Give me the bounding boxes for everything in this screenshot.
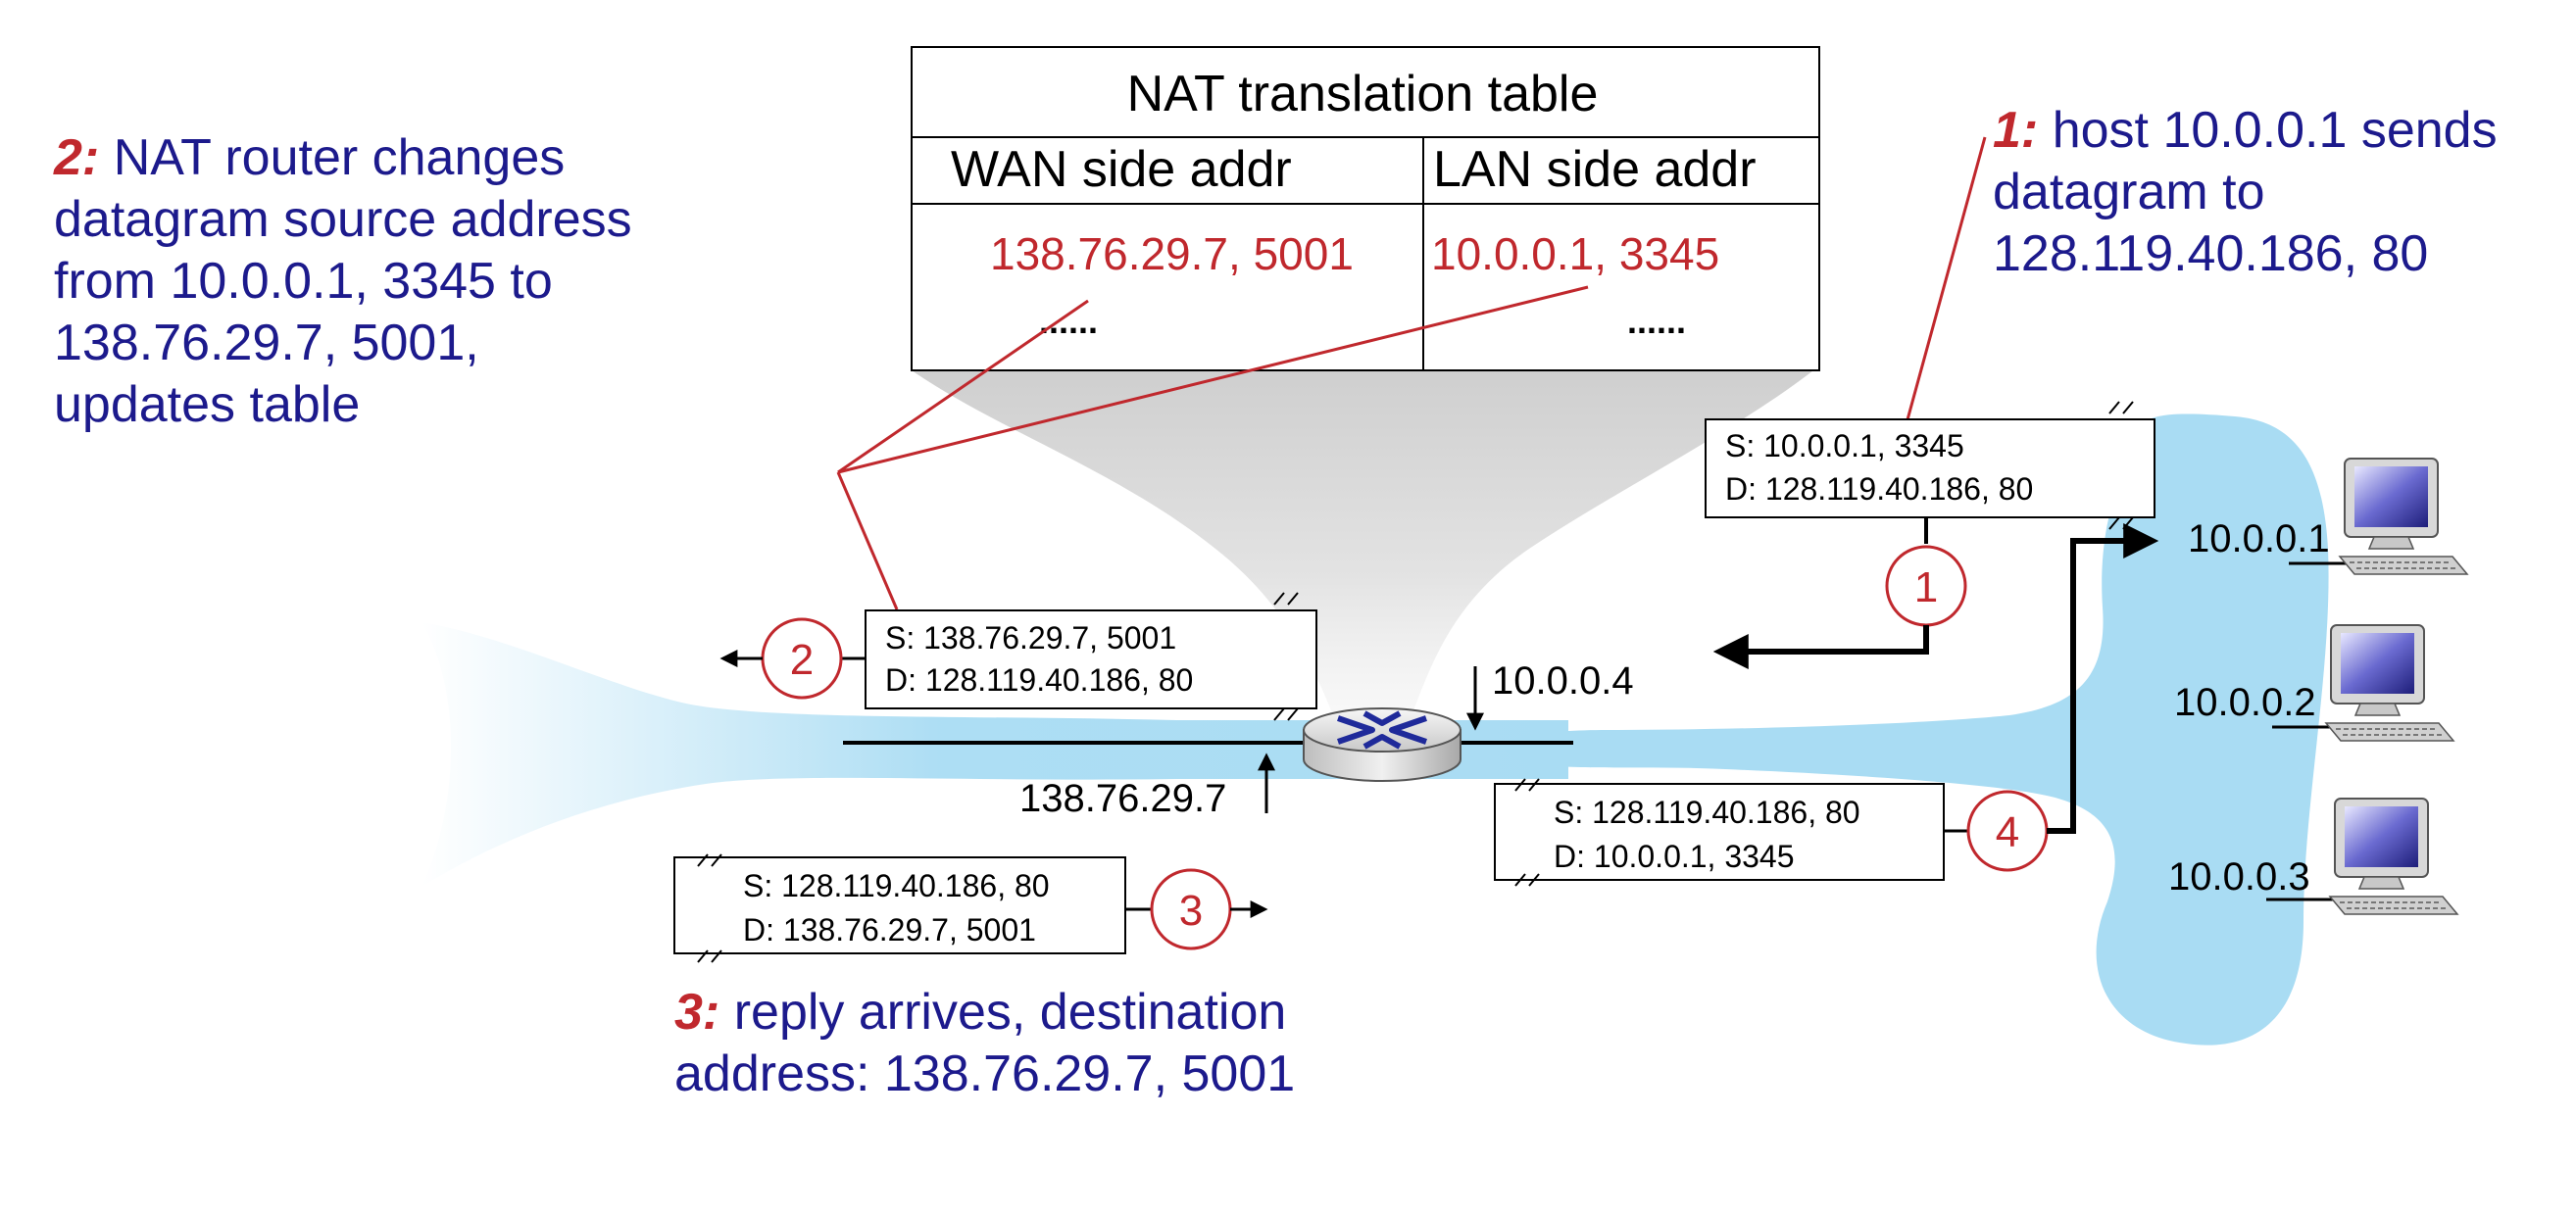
nat-translation-table: NAT translation table WAN side addr LAN … (911, 46, 1820, 371)
host-2-addr: 10.0.0.2 (2174, 681, 2316, 724)
computer-icon (2338, 458, 2469, 575)
marker-4-label: 4 (1996, 808, 2019, 856)
packet-2: S: 138.76.29.7, 5001 D: 128.119.40.186, … (865, 592, 1317, 721)
nat-router (1303, 707, 1461, 782)
host-1: 10.0.0.1 (2188, 458, 2469, 575)
step3-text: 3: reply arrives, destination address: 1… (674, 984, 1301, 1102)
packet-4: S: 128.119.40.186, 80 D: 10.0.0.1, 3345 (1494, 778, 1945, 887)
packet-2-src: S: 138.76.29.7, 5001 (885, 620, 1176, 656)
step2-text: 2: NAT router changes datagram source ad… (53, 129, 646, 433)
table-header-wan: WAN side addr (951, 141, 1292, 198)
marker-2-label: 2 (790, 636, 814, 684)
table-ellipsis-wan: ...... (1039, 301, 1098, 341)
table-cell-lan: 10.0.0.1, 3345 (1431, 228, 1719, 279)
host-3: 10.0.0.3 (2168, 798, 2459, 915)
packet-4-arrow (2047, 523, 2159, 834)
host-2: 10.0.0.2 (2174, 624, 2455, 742)
packet-1: S: 10.0.0.1, 3345 D: 128.119.40.186, 80 (1705, 401, 2155, 530)
table-header-lan: LAN side addr (1433, 141, 1757, 198)
table-title: NAT translation table (1127, 66, 1599, 122)
packet-1-arrow (1712, 625, 1929, 669)
router-wan-addr: 138.76.29.7 (1019, 777, 1226, 820)
host-3-addr: 10.0.0.3 (2168, 855, 2310, 899)
router-arrows-icon (1337, 710, 1427, 750)
packet-4-src: S: 128.119.40.186, 80 (1554, 795, 1860, 830)
step1-text: 1: host 10.0.0.1 sends datagram to 128.1… (1993, 102, 2511, 282)
host-1-addr: 10.0.0.1 (2188, 517, 2330, 560)
packet-3-src: S: 128.119.40.186, 80 (743, 868, 1050, 903)
router-lan-addr: 10.0.0.4 (1492, 659, 1634, 703)
packet-3: S: 128.119.40.186, 80 D: 138.76.29.7, 50… (673, 853, 1126, 963)
computer-icon (2328, 798, 2459, 915)
packet-4-dst: D: 10.0.0.1, 3345 (1554, 839, 1795, 874)
packet-3-dst: D: 138.76.29.7, 5001 (743, 912, 1036, 948)
marker-1-label: 1 (1914, 563, 1938, 611)
table-zoom-cone (912, 370, 1813, 715)
packet-1-dst: D: 128.119.40.186, 80 (1725, 471, 2033, 507)
computer-icon (2324, 624, 2455, 742)
packet-1-src: S: 10.0.0.1, 3345 (1725, 428, 1964, 463)
table-ellipsis-lan: ...... (1627, 301, 1686, 341)
packet-2-dst: D: 128.119.40.186, 80 (885, 662, 1193, 698)
marker-3-label: 3 (1179, 887, 1203, 935)
callout-lines (836, 136, 1987, 610)
table-cell-wan: 138.76.29.7, 5001 (990, 228, 1354, 279)
lan-cloud (1504, 413, 2329, 1045)
wan-cloud (421, 622, 1568, 887)
